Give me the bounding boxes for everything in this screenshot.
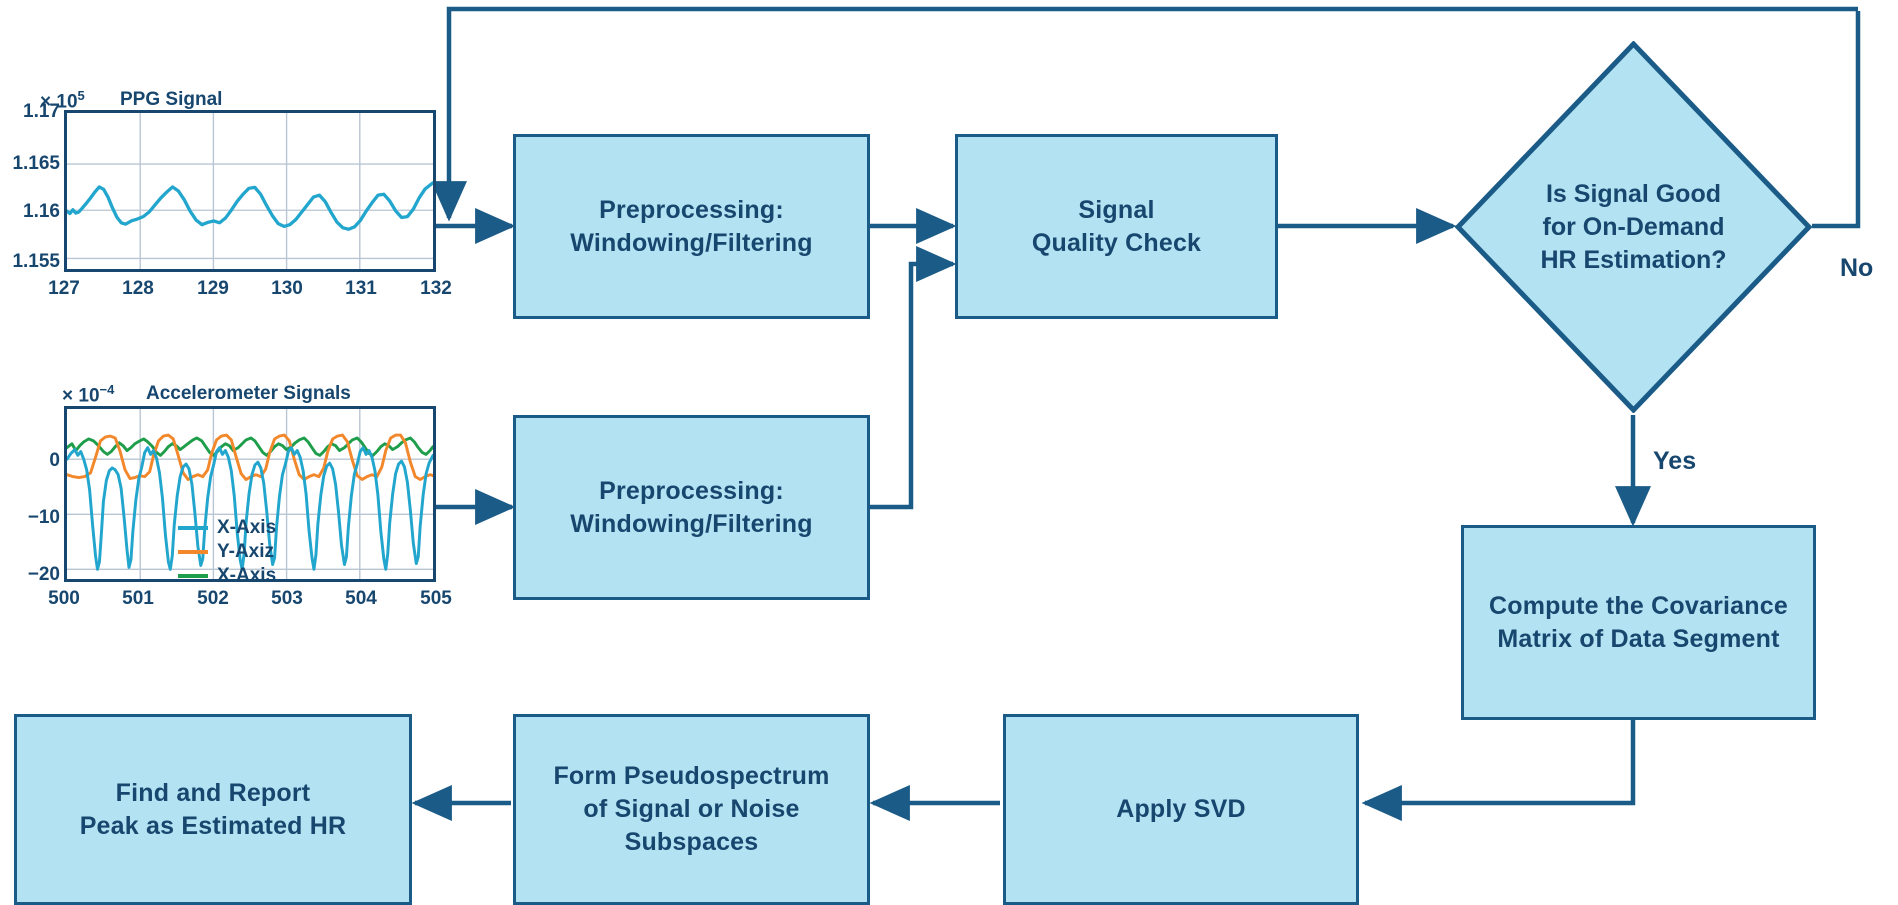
accel-plot-svg <box>65 409 435 579</box>
node-form-pseudospectrum-label: Form Pseudospectrum of Signal or Noise S… <box>553 762 830 856</box>
edge-label-yes: Yes <box>1653 447 1697 475</box>
node-form-pseudospectrum[interactable]: Form Pseudospectrum of Signal or Noise S… <box>513 714 870 905</box>
ppg-ytick-2: 1.16 <box>23 201 60 222</box>
accel-chart-title: Accelerometer Signals <box>146 383 351 404</box>
ppg-plot-svg <box>65 113 435 269</box>
legend-label-x-axis: X-Axis <box>217 517 277 538</box>
legend-item-z-axis: X-Axis <box>178 564 276 588</box>
accel-ytick-0: 0 <box>49 450 60 471</box>
legend-label-z-axis: X-Axis <box>217 565 277 586</box>
accel-xtick-1: 501 <box>122 588 154 609</box>
node-apply-svd-label: Apply SVD <box>1116 795 1246 823</box>
ppg-xtick-5: 132 <box>420 278 452 299</box>
node-signal-quality-check[interactable]: Signal Quality Check <box>955 134 1278 319</box>
accel-legend: X-Axis Y-Axiz X-Axis <box>178 516 276 588</box>
ppg-xtick-3: 130 <box>271 278 303 299</box>
accel-xtick-5: 505 <box>420 588 452 609</box>
node-find-report-peak[interactable]: Find and Report Peak as Estimated HR <box>14 714 412 905</box>
diamond-shape-icon <box>1455 41 1812 413</box>
edge-label-no: No <box>1840 254 1874 282</box>
accel-series-x-line <box>65 446 435 571</box>
accel-ytick-1: −10 <box>27 507 60 528</box>
ppg-y-exponent: × 105 <box>40 88 85 113</box>
ppg-xtick-4: 131 <box>345 278 377 299</box>
legend-swatch-z-axis <box>178 574 208 578</box>
accel-xtick-3: 503 <box>271 588 303 609</box>
legend-item-y-axiz: Y-Axiz <box>178 540 276 564</box>
ppg-xtick-1: 128 <box>122 278 154 299</box>
node-decision-signal-good[interactable]: Is Signal Good for On-Demand HR Estimati… <box>1455 41 1812 413</box>
ppg-ytick-1: 1.165 <box>12 153 60 174</box>
legend-label-y-axiz: Y-Axiz <box>217 541 275 562</box>
legend-swatch-x-axis <box>178 526 208 530</box>
accelerometer-chart: × 10−4 Accelerometer Signals 0 −10 −20 <box>0 382 452 617</box>
node-apply-svd[interactable]: Apply SVD <box>1003 714 1359 905</box>
accel-xtick-4: 504 <box>345 588 377 609</box>
accel-ytick-2: −20 <box>27 564 60 585</box>
node-preprocessing-accelerometer-label: Preprocessing: Windowing/Filtering <box>570 476 813 538</box>
accel-plot-area <box>64 406 436 582</box>
ppg-ytick-3: 1.155 <box>12 251 60 272</box>
ppg-chart-title: PPG Signal <box>120 89 223 110</box>
accel-xtick-2: 502 <box>197 588 229 609</box>
edge-decision-no <box>1812 11 1861 229</box>
node-signal-quality-check-label: Signal Quality Check <box>1031 195 1202 257</box>
ppg-series-line <box>65 181 435 231</box>
ppg-xtick-2: 129 <box>197 278 229 299</box>
ppg-ytick-0: 1.17 <box>23 101 60 122</box>
edge-preproc2-to-sqc <box>869 246 957 510</box>
edge-feedback-loop <box>431 6 1858 222</box>
legend-item-x-axis: X-Axis <box>178 516 276 540</box>
accel-series-z-line <box>65 436 435 457</box>
ppg-signal-chart: × 105 PPG Signal 1.17 1.165 1.16 1.155 1 <box>0 88 451 303</box>
node-preprocessing-ppg-label: Preprocessing: Windowing/Filtering <box>570 195 813 257</box>
accel-y-exponent: × 10−4 <box>62 382 115 407</box>
legend-swatch-y-axiz <box>178 550 208 554</box>
ppg-xtick-0: 127 <box>48 278 80 299</box>
ppg-plot-area <box>64 110 436 272</box>
edge-cov-to-svd <box>1361 718 1636 821</box>
accel-xtick-0: 500 <box>48 588 80 609</box>
node-compute-covariance-label: Compute the Covariance Matrix of Data Se… <box>1489 591 1788 653</box>
node-preprocessing-ppg[interactable]: Preprocessing: Windowing/Filtering <box>513 134 870 319</box>
node-preprocessing-accelerometer[interactable]: Preprocessing: Windowing/Filtering <box>513 415 870 600</box>
node-find-report-peak-label: Find and Report Peak as Estimated HR <box>79 778 347 840</box>
node-compute-covariance[interactable]: Compute the Covariance Matrix of Data Se… <box>1461 525 1816 720</box>
accel-series-y-line <box>65 433 435 481</box>
